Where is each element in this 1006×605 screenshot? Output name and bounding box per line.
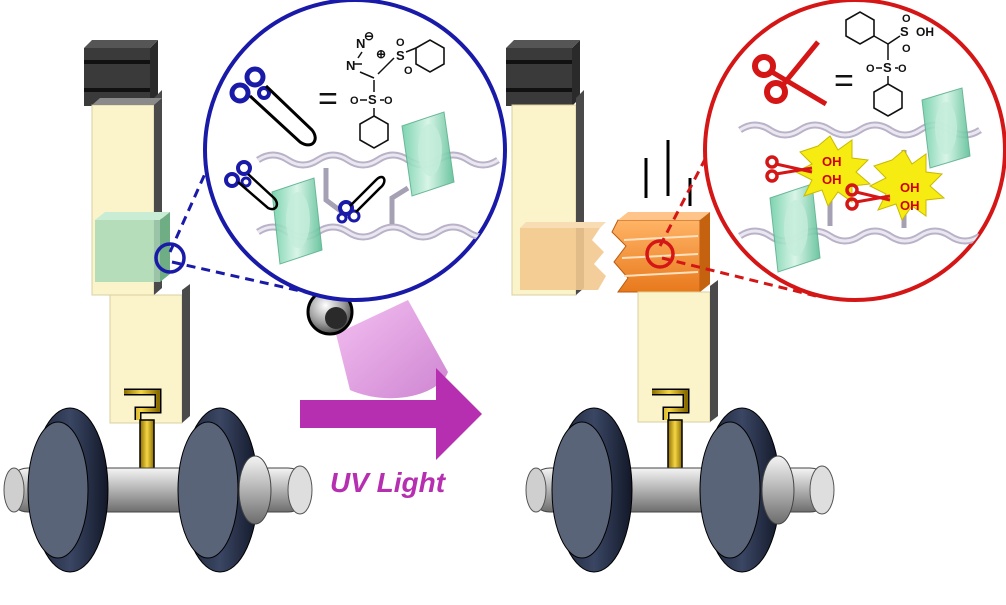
uv-arrow bbox=[300, 368, 482, 460]
right-lower-column bbox=[637, 280, 718, 423]
svg-text:O: O bbox=[866, 63, 875, 75]
right-zoom-connector bbox=[658, 87, 817, 298]
red-scissors-icon bbox=[765, 155, 813, 183]
right-dumbbell-icon bbox=[525, 407, 835, 573]
svg-text:S: S bbox=[900, 24, 909, 39]
right-column-cap bbox=[506, 40, 580, 106]
svg-text:S: S bbox=[883, 60, 892, 75]
blue-scissors-icon bbox=[336, 175, 386, 224]
cyclodextrin-ring-icon bbox=[401, 111, 455, 197]
svg-text:OH: OH bbox=[900, 180, 920, 195]
product-equals: = bbox=[834, 62, 854, 100]
svg-text:OH: OH bbox=[822, 172, 842, 187]
svg-text:⊖: ⊖ bbox=[364, 29, 374, 43]
svg-text:O: O bbox=[396, 37, 405, 49]
svg-text:O: O bbox=[384, 95, 393, 107]
svg-text:N: N bbox=[346, 58, 355, 73]
svg-text:OH: OH bbox=[822, 154, 842, 169]
svg-text:S: S bbox=[396, 48, 405, 63]
cyclodextrin-ring-icon bbox=[271, 177, 323, 265]
svg-text:OH: OH bbox=[900, 198, 920, 213]
left-dumbbell-icon bbox=[3, 407, 313, 573]
broken-gel-left bbox=[520, 222, 606, 290]
left-device bbox=[3, 40, 448, 573]
red-scissors-icon bbox=[845, 183, 891, 211]
svg-text:OH: OH bbox=[916, 25, 934, 39]
right-device bbox=[506, 40, 835, 573]
cyclodextrin-ring-icon bbox=[769, 183, 821, 273]
left-zoom-spot bbox=[154, 242, 186, 274]
diazo-reagent-structure: N N ⊖ ⊕ S O O O S O bbox=[346, 29, 445, 149]
blue-scissors-icon bbox=[229, 66, 317, 147]
motion-lines bbox=[644, 140, 692, 206]
svg-text:⊕: ⊕ bbox=[376, 47, 386, 61]
svg-text:N: N bbox=[356, 36, 365, 51]
svg-text:O: O bbox=[902, 13, 911, 25]
left-lower-column bbox=[109, 284, 190, 424]
red-scissors-icon bbox=[752, 40, 828, 107]
after-zoom-panel: OH OH OH OH = bbox=[703, 0, 1006, 302]
uv-light-label: UV Light bbox=[330, 467, 447, 498]
svg-text:O: O bbox=[898, 63, 907, 75]
left-column-cap bbox=[84, 40, 158, 106]
cleavage-burst bbox=[868, 149, 946, 222]
reagent-equals: = bbox=[318, 80, 338, 118]
svg-text:S: S bbox=[368, 92, 377, 107]
svg-text:O: O bbox=[902, 43, 911, 55]
left-gel-block bbox=[95, 212, 170, 282]
broken-gel-right bbox=[611, 212, 710, 293]
sulfonic-acid-product-structure: S O O OH O S O bbox=[845, 11, 934, 117]
cyclodextrin-ring-icon bbox=[921, 87, 971, 169]
svg-text:O: O bbox=[404, 65, 413, 77]
right-zoom-spot bbox=[645, 239, 675, 269]
blue-scissors-icon bbox=[224, 160, 279, 211]
before-zoom-panel: = N N ⊖ ⊕ S O O O S O bbox=[203, 0, 507, 302]
svg-text:O: O bbox=[350, 95, 359, 107]
